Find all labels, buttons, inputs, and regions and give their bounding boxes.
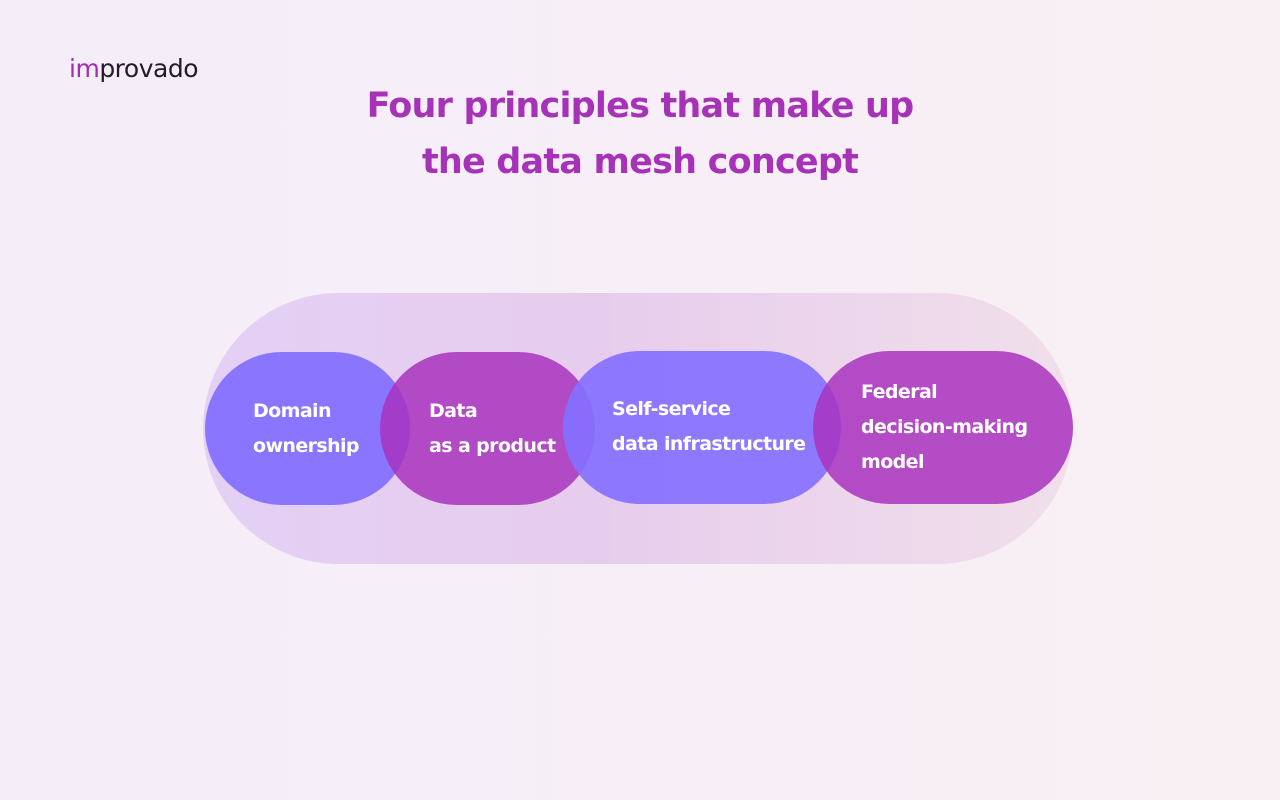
principle-label-line-2: data infrastructure [612, 433, 806, 455]
principle-label-line-1: Data [429, 400, 478, 422]
principle-label-line-1: Domain [253, 400, 331, 422]
principle-data-as-a-product: Data as a product [380, 352, 595, 505]
principle-self-service-infrastructure: Self-service data infrastructure [563, 351, 841, 504]
principle-label-line-2: as a product [429, 435, 556, 457]
principle-label: Federal decision-making model [861, 375, 1028, 480]
principle-label-line-3: model [861, 451, 924, 473]
principle-label-line-1: Self-service [612, 398, 731, 420]
principle-federal-decision-making: Federal decision-making model [813, 351, 1073, 504]
principle-label-line-2: decision-making [861, 416, 1028, 438]
improvado-logo: improvado [69, 54, 198, 84]
principle-label: Data as a product [429, 394, 556, 464]
principle-label: Self-service data infrastructure [612, 392, 806, 462]
title-line-2: the data mesh concept [421, 142, 859, 182]
principle-label: Domain ownership [253, 394, 360, 464]
logo-part-provado: provado [99, 54, 198, 83]
page-title: Four principles that make up the data me… [0, 78, 1280, 190]
principle-domain-ownership: Domain ownership [205, 352, 410, 505]
title-line-1: Four principles that make up [366, 86, 915, 126]
logo-part-im: im [69, 54, 100, 83]
principle-label-line-1: Federal [861, 381, 938, 403]
principle-label-line-2: ownership [253, 435, 360, 457]
